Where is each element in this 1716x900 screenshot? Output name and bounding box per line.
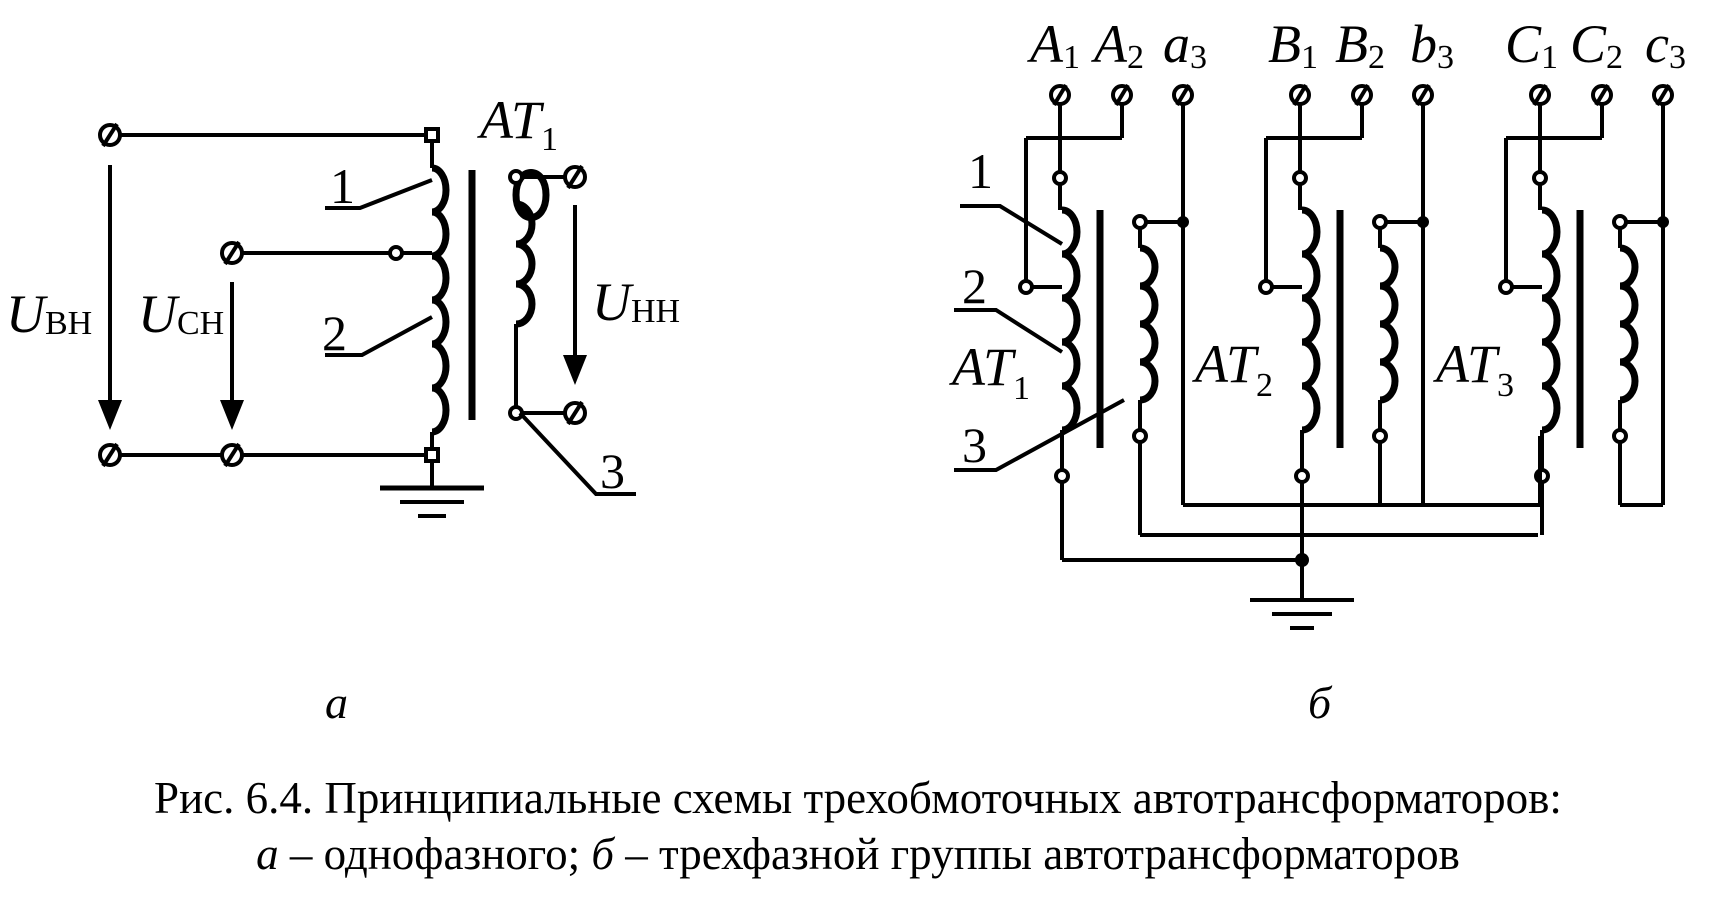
node-lv-top-B [1372,214,1388,230]
terminal-vh [98,122,122,148]
terminal-B2-slash [1354,83,1370,107]
node-lv-top-A [1132,214,1148,230]
node-lv-bottom-A [1132,428,1148,444]
voltage-arrow-ch [220,282,244,430]
node-top-B [1292,170,1308,186]
terminal-hh-top [563,164,587,190]
terminal-label-c3: c3 [1645,14,1686,76]
voltage-arrow-vh [98,165,122,430]
callout-a-2: 2 [322,305,347,361]
caption-line-1: Рис. 6.4. Принципиальные схемы трехобмот… [154,773,1562,823]
panel-b-circuit [954,83,1674,630]
terminal-A1-slash [1052,83,1068,107]
node-lv-bottom-C [1612,428,1628,444]
terminal-B1-slash [1292,83,1308,107]
lv-winding-B [1379,244,1399,404]
callout-b-1: 1 [968,143,993,199]
lv-winding-A [1139,244,1159,404]
terminal-label-C1: C1 [1505,14,1558,76]
caption-a: а [256,829,279,879]
neutral-junction [1295,553,1309,567]
node-tap-C [1498,279,1514,295]
panel-b-terminal-labels: A1 A2 a3 B1 B2 b3 C1 C2 c3 [1027,14,1686,76]
node-tap-B [1258,279,1274,295]
caption-b-text: – трехфазной группы автотрансформаторов [614,829,1460,879]
voltage-label-hh: UНН [592,272,680,332]
ground-symbol-a [380,485,484,518]
callout-leader-b-2 [954,308,1064,354]
lv-winding-C [1619,244,1639,404]
node-top-C [1532,170,1548,186]
terminal-label-B1: B1 [1268,14,1318,76]
voltage-label-ch: UСН [138,284,224,344]
terminal-b3-slash [1415,83,1431,107]
node-top-A [1052,170,1068,186]
callout-b-3: 3 [962,417,987,473]
panel-b-letter: б [1308,677,1333,728]
callout-leader-b-1 [960,204,1064,246]
terminal-C2-slash [1594,83,1610,107]
panel-a-transformer-label: AT1 [477,90,558,158]
node-tap-A [1018,279,1034,295]
terminal-c3-slash [1655,83,1671,107]
node-lv-top-C [1612,214,1628,230]
terminal-label-A2: A2 [1091,14,1144,76]
callout-a-3: 3 [600,443,625,499]
node-lv-bottom-B [1372,428,1388,444]
voltage-label-vh: UВН [6,284,92,344]
callout-leader-b-3 [954,398,1125,472]
node-bottom-A [1054,468,1070,484]
transformer-label-AT2: AT2 [1192,334,1273,404]
main-winding-C [1541,206,1561,434]
terminal-ground-1 [98,442,122,468]
terminal-A2-slash [1114,83,1130,107]
main-winding-B [1301,206,1321,434]
terminal-ch [220,240,244,266]
node-bottom-B [1294,468,1310,484]
caption-b: б [591,829,615,879]
voltage-arrow-hh [563,205,587,385]
figure-caption: Рис. 6.4. Принципиальные схемы трехобмот… [0,770,1716,882]
callout-b-2: 2 [962,258,987,314]
callout-leader-1 [325,178,433,210]
callout-leader-2 [325,315,433,357]
series-winding [431,164,450,436]
panel-a-letter: а [325,677,348,728]
terminal-C1-slash [1532,83,1548,107]
terminal-label-A1: A1 [1027,14,1080,76]
terminal-label-a3: a3 [1163,14,1207,76]
terminal-label-B2: B2 [1335,14,1385,76]
callout-leader-3 [518,411,636,496]
terminal-a3-slash [1175,83,1191,107]
callout-a-1: 1 [330,158,355,214]
caption-a-text: – однофазного; [278,829,592,879]
terminal-label-b3: b3 [1410,14,1454,76]
caption-line-2: а – однофазного; б – трехфазной группы а… [0,826,1716,882]
transformer-label-AT1: AT1 [949,337,1030,407]
main-winding-A [1061,206,1081,434]
transformer-label-AT3: AT3 [1433,334,1514,404]
terminal-label-C2: C2 [1570,14,1623,76]
terminal-hh-bottom [563,400,587,426]
terminal-ground-2 [220,442,244,468]
